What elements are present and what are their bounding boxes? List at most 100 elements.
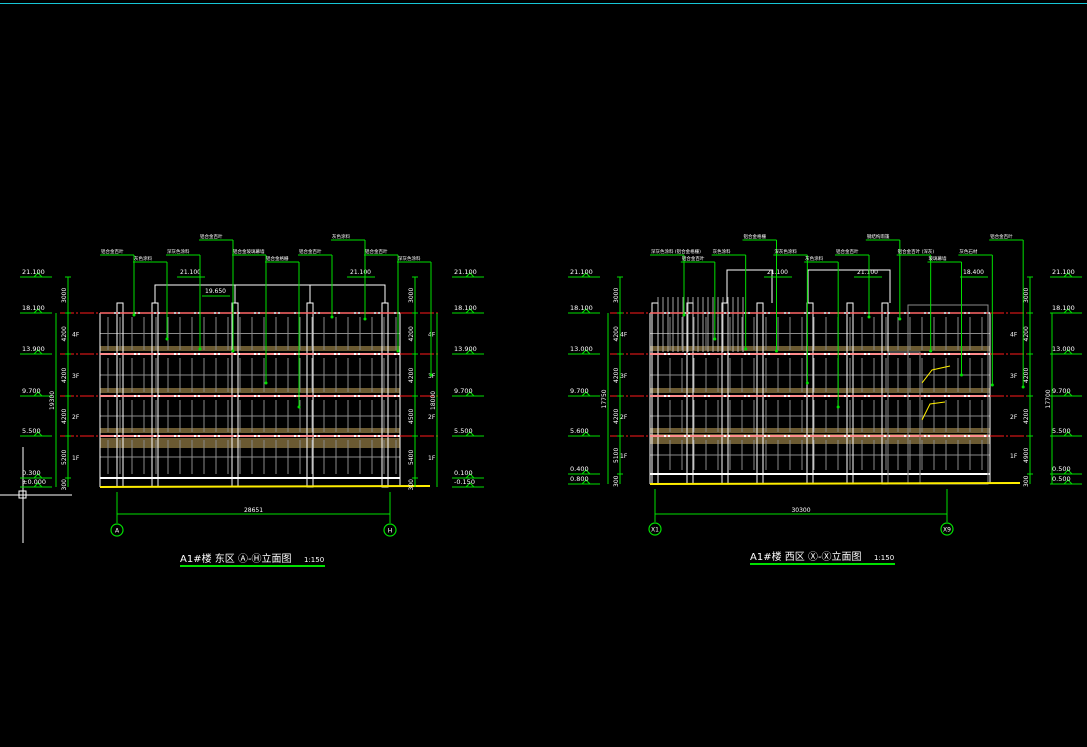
material-callout: 铝合金百叶 (深灰): [896, 248, 935, 353]
material-callout: 灰色涂料: [331, 233, 367, 321]
callout-dot: [231, 349, 235, 353]
dimension-label: 3000: [61, 288, 68, 303]
column-pier: [881, 302, 889, 485]
callout-dot: [836, 405, 840, 409]
stair-line: [921, 365, 951, 384]
elevation-triangle: [1062, 469, 1074, 475]
ucs-icon: [0, 447, 72, 543]
ground-line: [99, 485, 431, 488]
roof-level-label: 21.100: [180, 269, 201, 276]
callout-text: 灰色涂料: [805, 255, 823, 262]
elevation-marker: 13.900: [452, 345, 484, 355]
material-callout: 铝合金格栅: [742, 233, 778, 353]
elevation-label: ±0.000: [22, 478, 46, 486]
callout-dot: [396, 349, 400, 353]
dimension-label: 4200: [61, 368, 68, 383]
elevation-label: 9.700: [1052, 387, 1071, 395]
elevation-triangle: [464, 431, 476, 437]
callout-text: 深灰色涂料: [398, 255, 421, 262]
elevation-label: 0.400: [570, 465, 589, 473]
dimension-label: 5400: [408, 450, 415, 465]
axis-dimension-label: 30300: [791, 507, 810, 514]
elevation-marker: 0.500: [1050, 475, 1082, 485]
roof-level-label: 18.400: [963, 269, 984, 276]
floor-label: 3F: [72, 373, 80, 380]
cladding-band: [100, 346, 400, 351]
elevation-marker: 0.400: [568, 465, 600, 475]
elevation-triangle: [32, 431, 44, 437]
elevation-label: 13.000: [570, 345, 593, 353]
elevation-label: 0.100: [454, 469, 473, 477]
callout-dot: [867, 315, 871, 319]
total-dimension-label: 17700: [1045, 389, 1052, 408]
callout-dot: [165, 337, 169, 341]
callout-dot: [330, 315, 334, 319]
floor-label: 1F: [1010, 453, 1018, 460]
dimension-label: 3000: [408, 288, 415, 303]
callout-text: 铝合金玻璃幕墙: [233, 248, 265, 255]
elevation-triangle: [1062, 308, 1074, 314]
elevation-label: 13.900: [454, 345, 477, 353]
material-callout: 铝合金百叶: [199, 233, 235, 353]
callout-text: 铝合金百叶: [200, 233, 223, 240]
roof-level-label: 21.100: [857, 269, 878, 276]
elevation-label: 21.100: [570, 268, 593, 276]
elevation-triangle: [580, 391, 592, 397]
floor-label: 3F: [1010, 373, 1018, 380]
dimension-label: 300: [61, 479, 68, 491]
elevation-label: 21.100: [1052, 268, 1075, 276]
elevation-triangle: [32, 308, 44, 314]
material-callout: 铝合金玻璃幕墙: [232, 248, 268, 385]
axis-bubble-label: H: [388, 528, 393, 535]
callout-text: 灰色石材: [959, 248, 977, 255]
roof-structure: [807, 269, 891, 303]
callout-dot: [898, 317, 902, 321]
floor-label: 2F: [1010, 414, 1018, 421]
elevation-label: 5.500: [1052, 427, 1071, 435]
elevation-triangle: [464, 482, 476, 488]
callout-text: 铝合金百叶: [682, 255, 705, 262]
cladding-band: [100, 438, 400, 448]
total-dimension-label: 18000: [430, 391, 437, 410]
stair-line: [921, 401, 946, 421]
axis-bubble: [940, 522, 954, 536]
elevation-triangle: [1062, 272, 1074, 278]
callout-dot: [960, 373, 963, 377]
elevation-marker: 5.500: [20, 427, 52, 437]
dimension-label: 4900: [1023, 448, 1030, 463]
roof-level-label: 19.650: [205, 288, 226, 295]
callout-dot: [132, 313, 136, 317]
dimension-label: 4200: [408, 368, 415, 383]
elevation-marker: 9.700: [1050, 387, 1082, 397]
material-callout: 玻璃幕墙: [927, 255, 963, 377]
dimension-label: 300: [408, 479, 415, 491]
elevation-label: 9.700: [454, 387, 473, 395]
elevation-label: 18.100: [454, 304, 477, 312]
elevation-triangle: [580, 272, 592, 278]
drawing-title: A1#楼 西区 Ⓧ-Ⓧ立面图: [750, 550, 862, 563]
floor-label: 4F: [428, 332, 436, 339]
elevation-label: 21.100: [22, 268, 45, 276]
material-callout: 深灰色涂料: [773, 248, 809, 385]
dimension-label: 300: [1023, 475, 1030, 487]
callout-text: 铝合金百叶 (深灰): [898, 248, 935, 255]
roof-level-label: 21.100: [350, 269, 371, 276]
elevation-label: 13.900: [22, 345, 45, 353]
elevation-label: 0.500: [1052, 475, 1071, 483]
elevation-marker: 9.700: [568, 387, 600, 397]
elevation-triangle: [580, 308, 592, 314]
floor-label: 1F: [428, 455, 436, 462]
drawing-scale: 1:150: [304, 556, 324, 564]
elevation-label: -0.150: [454, 478, 475, 486]
material-callout: 灰色涂料: [804, 255, 840, 409]
column-pier: [651, 302, 659, 485]
stair-tower: [887, 351, 921, 485]
material-callout: 铝合金百叶: [364, 248, 400, 353]
cladding-band: [650, 428, 990, 433]
callout-dot: [264, 381, 268, 385]
elevation-east: 21.10018.10013.9009.7005.5000.300±0.0002…: [20, 233, 484, 567]
elevation-marker: 5.600: [568, 427, 600, 437]
elevation-triangle: [580, 469, 592, 475]
material-callout: 铝合金百叶: [680, 255, 717, 341]
